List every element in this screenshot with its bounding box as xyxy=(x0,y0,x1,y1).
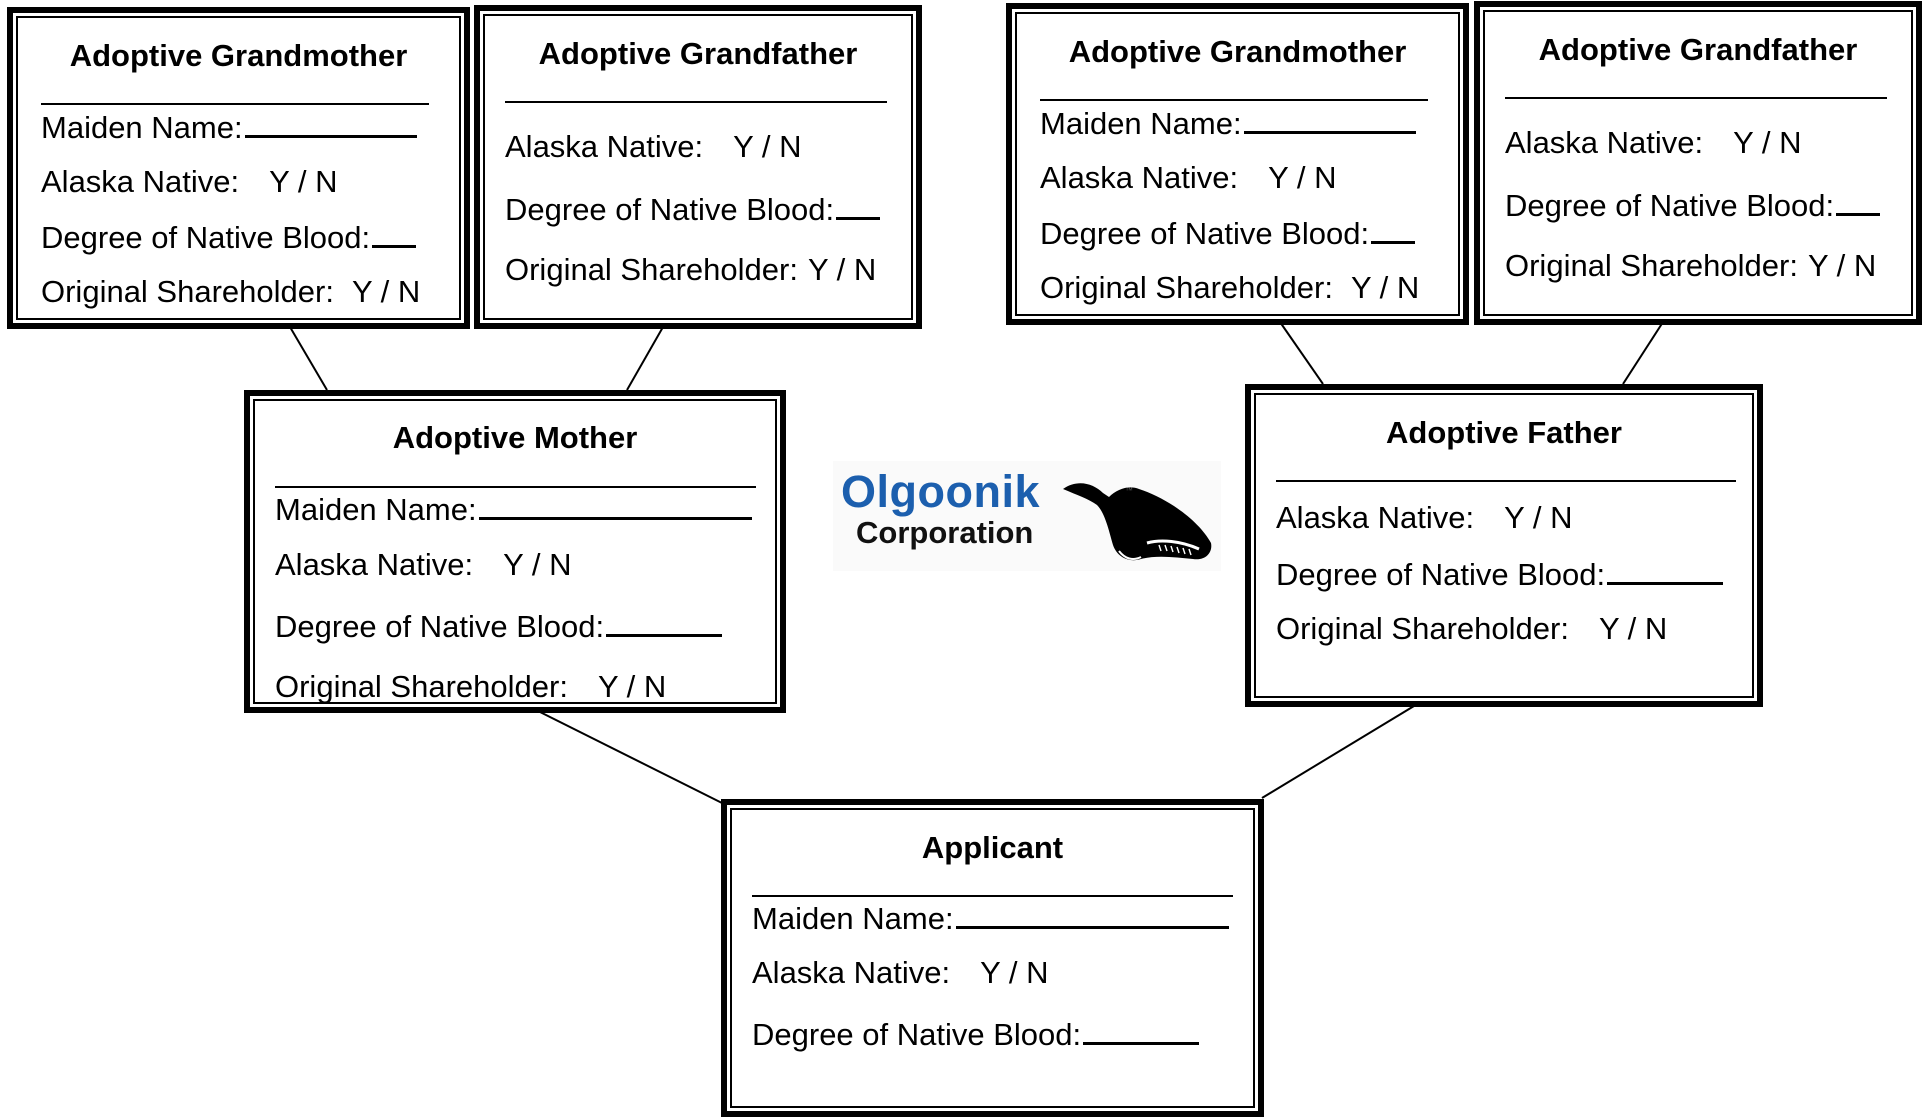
original-shareholder-field[interactable]: Original Shareholder:Y / N xyxy=(1040,270,1420,305)
box-title: Applicant xyxy=(921,830,1064,865)
link-gf2-father xyxy=(1622,321,1664,385)
alaska-native-field[interactable]: Alaska Native:Y / N xyxy=(752,955,1049,990)
original-shareholder-field[interactable]: Original Shareholder:Y / N xyxy=(275,669,667,704)
degree-blood-field[interactable]: Degree of Native Blood: xyxy=(505,191,881,228)
box-title: Adoptive Father xyxy=(1386,415,1622,450)
original-shareholder-field[interactable]: Original Shareholder:Y / N xyxy=(505,252,877,287)
alaska-native-field[interactable]: Alaska Native:Y / N xyxy=(41,164,338,199)
alaska-native-field[interactable]: Alaska Native:Y / N xyxy=(275,547,572,582)
alaska-native-field[interactable]: Alaska Native:Y / N xyxy=(1040,160,1337,195)
maiden-name-field[interactable]: Maiden Name: xyxy=(1040,105,1416,142)
maiden-name-field[interactable]: Maiden Name: xyxy=(752,900,1229,937)
degree-blood-field[interactable]: Degree of Native Blood: xyxy=(275,608,723,645)
whale-icon: ™ xyxy=(1063,483,1212,561)
maiden-name-field[interactable]: Maiden Name: xyxy=(41,109,417,146)
adoptive-grandfather-box-left: Adoptive Grandfather Alaska Native:Y / N… xyxy=(474,5,922,329)
link-gf1-mother xyxy=(626,326,664,391)
box-title: Adoptive Grandmother xyxy=(1068,34,1407,69)
original-shareholder-field[interactable]: Original Shareholder:Y / N xyxy=(41,274,421,309)
degree-blood-field[interactable]: Degree of Native Blood: xyxy=(752,1016,1200,1053)
adoptive-grandmother-box-right: Adoptive Grandmother Maiden Name: Alaska… xyxy=(1006,3,1469,325)
link-gm2-father xyxy=(1279,321,1324,385)
degree-blood-field[interactable]: Degree of Native Blood: xyxy=(1505,187,1881,224)
degree-blood-field[interactable]: Degree of Native Blood: xyxy=(41,219,417,256)
box-title: Adoptive Grandmother xyxy=(69,38,408,73)
alaska-native-field[interactable]: Alaska Native:Y / N xyxy=(505,129,802,164)
link-gm1-mother xyxy=(289,326,328,391)
title-rule xyxy=(1040,99,1428,101)
applicant-box: Applicant Maiden Name: Alaska Native:Y /… xyxy=(721,799,1264,1117)
original-shareholder-field[interactable]: Original Shareholder:Y / N xyxy=(1505,248,1877,283)
adoptive-mother-box: Adoptive Mother Maiden Name: Alaska Nati… xyxy=(244,390,786,713)
trademark-mark: ™ xyxy=(1125,486,1133,495)
box-title: Adoptive Mother xyxy=(392,420,638,455)
alaska-native-field[interactable]: Alaska Native:Y / N xyxy=(1276,500,1573,535)
link-father-applicant xyxy=(1261,705,1415,799)
adoptive-grandmother-box-left: Adoptive Grandmother Maiden Name: Alaska… xyxy=(7,7,470,329)
title-rule xyxy=(1276,480,1736,482)
original-shareholder-field[interactable]: Original Shareholder:Y / N xyxy=(1276,611,1668,646)
link-mother-applicant xyxy=(539,711,723,804)
box-title: Adoptive Grandfather xyxy=(1538,32,1858,67)
maiden-name-field[interactable]: Maiden Name: xyxy=(275,491,752,528)
olgoonik-logo: Olgoonik Corporation ™ xyxy=(833,461,1221,571)
degree-blood-field[interactable]: Degree of Native Blood: xyxy=(1040,215,1416,252)
logo-wordmark: Olgoonik xyxy=(841,466,1040,517)
degree-blood-field[interactable]: Degree of Native Blood: xyxy=(1276,556,1724,593)
adoptive-grandfather-box-right: Adoptive Grandfather Alaska Native:Y / N… xyxy=(1474,1,1922,325)
title-rule xyxy=(505,101,887,103)
title-rule xyxy=(1505,97,1887,99)
title-rule xyxy=(41,103,429,105)
adoptive-father-box: Adoptive Father Alaska Native:Y / N Degr… xyxy=(1245,384,1763,707)
title-rule xyxy=(752,895,1233,897)
box-title: Adoptive Grandfather xyxy=(538,36,858,71)
logo-subtitle: Corporation xyxy=(856,515,1034,550)
alaska-native-field[interactable]: Alaska Native:Y / N xyxy=(1505,125,1802,160)
title-rule xyxy=(275,486,756,488)
